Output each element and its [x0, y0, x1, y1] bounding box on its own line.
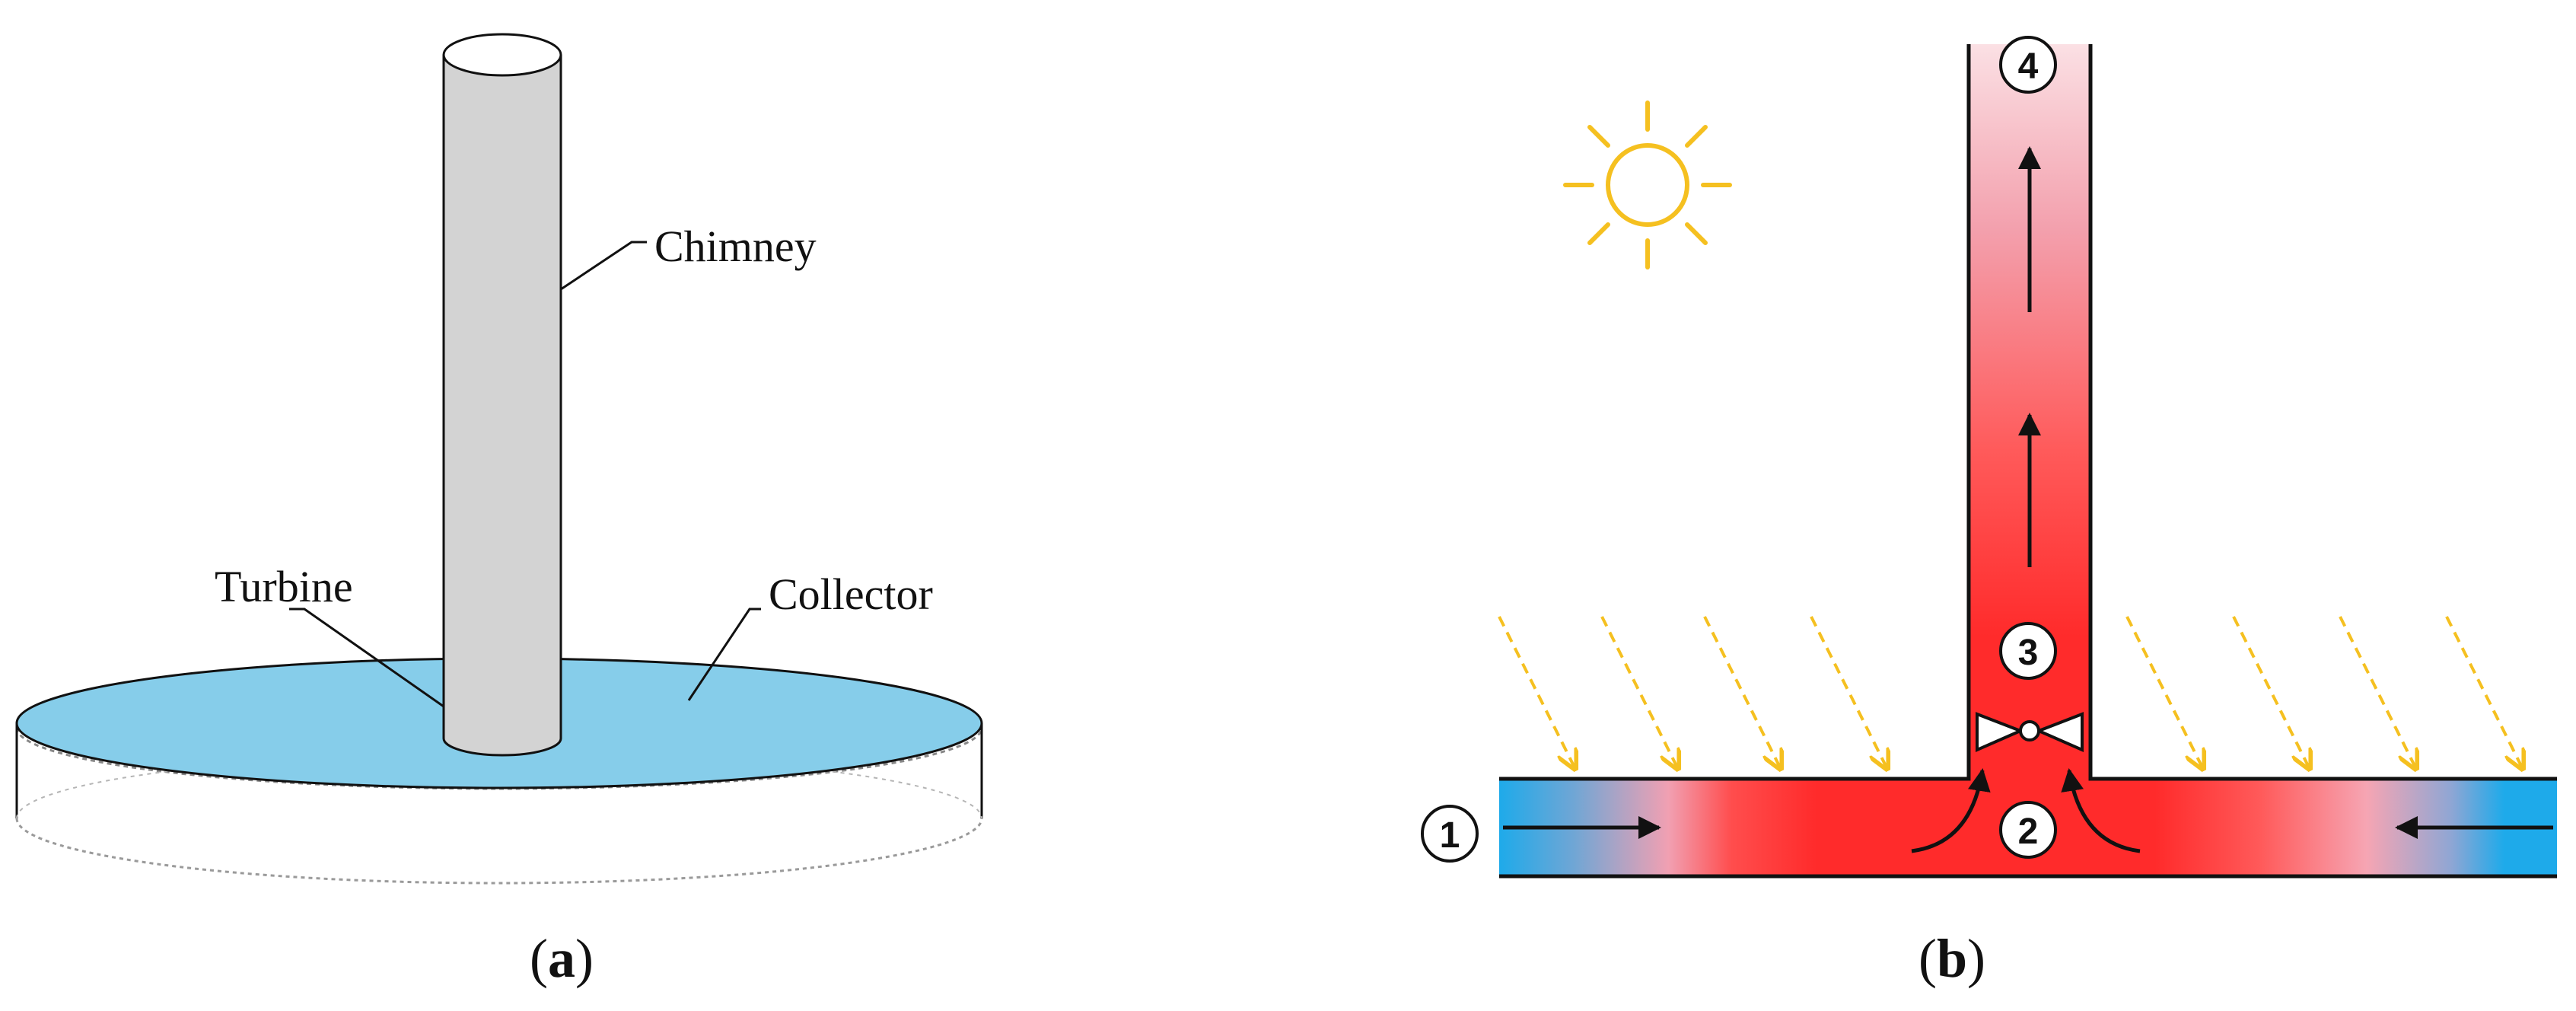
ray-arrow-8 [2445, 616, 2523, 769]
panel-b: 1 2 3 4 (b) [1421, 36, 2557, 989]
caption-letter: a [548, 928, 575, 989]
node-2-label: 2 [2018, 812, 2039, 852]
ray-arrow-7 [2339, 616, 2416, 769]
solar-radiation-rays [1498, 616, 2523, 769]
channel-top-outline-right [2088, 44, 2557, 781]
ray-arrow-5 [2125, 616, 2203, 769]
chimney-top-opening [442, 33, 562, 77]
node-4-label: 4 [2018, 46, 2039, 87]
flow-arrows [1503, 146, 2553, 853]
collector-base-ring [15, 818, 983, 885]
turbine-leader-line [289, 608, 444, 708]
chimney-body [442, 55, 562, 757]
node-3-label: 3 [2018, 633, 2039, 673]
panel-a-caption: (a) [530, 928, 594, 989]
node-1: 1 [1421, 805, 1479, 863]
ray-arrow-6 [2232, 616, 2310, 769]
chimney-label: Chimney [654, 222, 817, 271]
ray-arrow-1 [1498, 616, 1575, 769]
ray-arrow-3 [1703, 616, 1781, 769]
node-4: 4 [1999, 36, 2057, 94]
collector-base-rim [15, 727, 983, 790]
caption-close-paren: ) [1967, 928, 1985, 989]
caption-open-paren: ( [1918, 928, 1937, 989]
channel-top-outline-left [1499, 44, 1971, 781]
caption-close-paren: ) [575, 928, 594, 989]
node-2: 2 [1999, 801, 2057, 859]
node-3: 3 [1999, 622, 2057, 680]
panel-b-caption: (b) [1918, 928, 1985, 989]
caption-letter: b [1937, 928, 1967, 989]
sun-icon [1563, 100, 1732, 269]
collector-label: Collector [769, 569, 933, 619]
turn-arrow-right [2061, 768, 2141, 853]
chimney-leader-line [560, 241, 647, 291]
turbine-label: Turbine [215, 562, 353, 611]
caption-open-paren: ( [530, 928, 548, 989]
panel-a: Chimney Turbine Collector (a) [15, 33, 983, 989]
ray-arrow-4 [1810, 616, 1887, 769]
collector-leader-line [687, 608, 761, 701]
ray-arrow-2 [1600, 616, 1678, 769]
turn-arrow-left [1911, 768, 1991, 853]
node-1-label: 1 [1440, 815, 1460, 856]
turbine-icon [1976, 712, 2084, 753]
